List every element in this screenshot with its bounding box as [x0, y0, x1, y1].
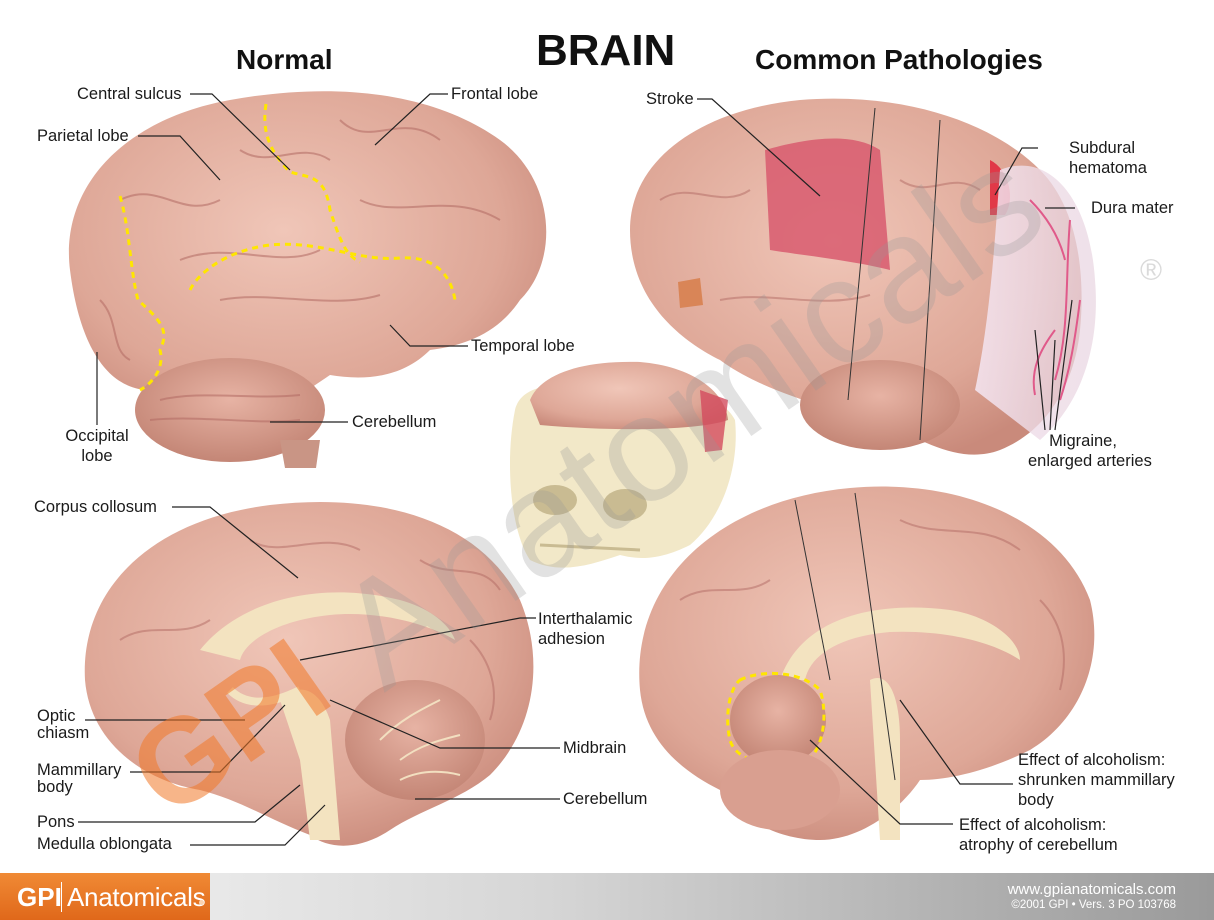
brand-gpi: GPI	[17, 882, 62, 912]
label-pons: Pons	[37, 813, 75, 831]
footer-copyright: ©2001 GPI • Vers. 3 PO 103768	[1011, 899, 1176, 911]
normal-lateral-brain	[68, 91, 547, 468]
label-subdural-hematoma: Subdural hematoma	[1069, 138, 1147, 178]
label-alcohol-cerebellum-line1: Effect of alcoholism:	[959, 816, 1107, 834]
label-cerebellum-sagittal: Cerebellum	[563, 790, 648, 808]
label-cerebellum-lateral: Cerebellum	[352, 413, 437, 431]
label-optic-chiasm: Optic chiasm	[37, 708, 89, 742]
label-interthalamic-adhesion: Interthalamic adhesion	[538, 609, 632, 649]
label-corpus-collosum: Corpus collosum	[34, 498, 157, 516]
label-dura-mater: Dura mater	[1091, 199, 1174, 217]
label-central-sulcus: Central sulcus	[77, 85, 182, 103]
normal-heading: Normal	[236, 44, 333, 75]
brand-separator	[61, 882, 62, 912]
label-alcohol-mammillary-line3: body	[1018, 791, 1054, 809]
brand-dot-icon	[199, 900, 204, 905]
label-alcohol-mammillary: Effect of alcoholism: shrunken mammillar…	[1018, 750, 1175, 810]
label-interthalamic-line2: adhesion	[538, 630, 605, 648]
label-interthalamic-line1: Interthalamic	[538, 610, 633, 628]
label-occipital-line2: lobe	[81, 447, 113, 465]
pathology-sagittal-brain	[639, 486, 1095, 840]
brain-illustrations	[68, 91, 1096, 846]
label-optic-line1: Optic	[37, 707, 76, 725]
pathology-lateral-brain	[630, 98, 1096, 455]
label-stroke: Stroke	[646, 90, 694, 108]
label-alcohol-mammillary-line1: Effect of alcoholism:	[1018, 751, 1166, 769]
normal-sagittal-brain	[84, 501, 534, 846]
label-occipital-line1: Occipital	[65, 427, 129, 445]
label-migraine-line2: enlarged arteries	[1028, 452, 1152, 470]
label-alcohol-cerebellum-line2: atrophy of cerebellum	[959, 836, 1118, 854]
label-alcohol-cerebellum: Effect of alcoholism: atrophy of cerebel…	[959, 815, 1118, 855]
pathologies-heading: Common Pathologies	[755, 44, 1043, 75]
label-subdural-line2: hematoma	[1069, 159, 1147, 177]
label-medulla-oblongata: Medulla oblongata	[37, 835, 172, 853]
label-frontal-lobe: Frontal lobe	[451, 85, 539, 103]
watermark-registered: ®	[1140, 254, 1163, 287]
label-migraine: Migraine, enlarged arteries	[1028, 431, 1152, 471]
label-optic-line2: chiasm	[37, 724, 90, 742]
label-mammillary-line2: body	[37, 778, 73, 796]
label-alcohol-mammillary-line2: shrunken mammillary	[1018, 771, 1175, 789]
label-mammillary-body: Mammillary body	[37, 762, 121, 796]
skull-model	[510, 361, 736, 568]
label-migraine-line1: Migraine,	[1049, 432, 1117, 450]
label-occipital-lobe: Occipital lobe	[61, 426, 133, 466]
leader-lines	[78, 93, 1075, 846]
footer-url: www.gpianatomicals.com	[1007, 881, 1176, 898]
label-subdural-line1: Subdural	[1069, 139, 1136, 157]
footer-bar: GPI Anatomicals www.gpianatomicals.com ©…	[0, 873, 1214, 920]
label-mammillary-line1: Mammillary	[37, 761, 122, 779]
label-midbrain: Midbrain	[563, 739, 627, 757]
page-title: BRAIN	[536, 26, 676, 75]
brand-name: Anatomicals	[67, 882, 206, 912]
label-parietal-lobe: Parietal lobe	[37, 127, 129, 145]
label-temporal-lobe: Temporal lobe	[471, 337, 575, 355]
brand-logo: GPI Anatomicals	[0, 873, 210, 920]
